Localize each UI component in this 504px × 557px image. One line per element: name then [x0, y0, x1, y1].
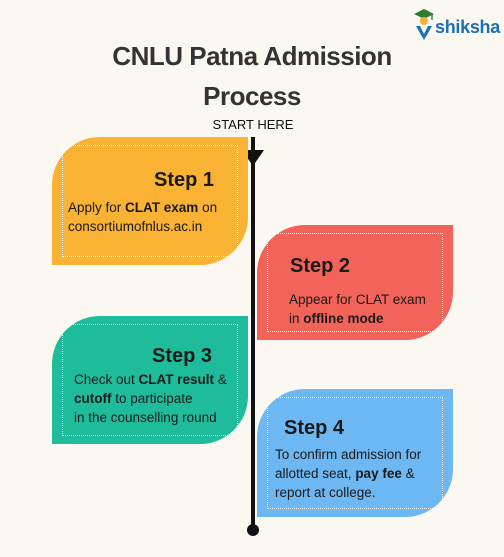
- step-1-text: Apply for CLAT exam on consortiumofnlus.…: [68, 198, 217, 236]
- step-2-heading: Step 2: [290, 255, 351, 277]
- text-segment: to participate: [111, 391, 193, 406]
- text-segment: pay fee: [355, 466, 402, 481]
- title-line-2: Process: [203, 81, 301, 111]
- graduate-icon: [414, 9, 434, 40]
- step-4-heading: Step 4: [284, 417, 345, 439]
- step-4-card: Step 4 To confirm admission for allotted…: [257, 389, 453, 517]
- text-segment: offline mode: [303, 311, 384, 326]
- text-segment: Apply for: [68, 200, 126, 215]
- shiksha-logo: shiksha: [412, 8, 502, 42]
- brand-name: shiksha: [435, 17, 500, 37]
- text-segment: CLAT exam: [125, 200, 199, 215]
- title-line-1: CNLU Patna Admission: [112, 41, 392, 71]
- text-segment: cutoff: [74, 391, 112, 406]
- step-2-card: Step 2 Appear for CLAT exam in offline m…: [257, 225, 453, 340]
- text-segment: in the counselling round: [74, 410, 217, 425]
- text-segment: on: [198, 200, 218, 215]
- text-segment: Check out: [74, 372, 139, 387]
- page-title: CNLU Patna Admission Process: [90, 36, 414, 116]
- text-segment: &: [401, 466, 415, 481]
- text-segment: consortiumofnlus.ac.in: [68, 219, 203, 234]
- text-segment: &: [214, 372, 227, 387]
- text-segment: To confirm admission for: [275, 447, 422, 462]
- step-4-text: To confirm admission for allotted seat, …: [275, 445, 421, 502]
- step-2-text: Appear for CLAT exam in offline mode: [289, 290, 426, 328]
- step-3-text: Check out CLAT result & cutoff to partic…: [74, 370, 227, 427]
- text-segment: allotted seat,: [275, 466, 356, 481]
- text-segment: Appear for CLAT exam: [289, 292, 426, 307]
- text-segment: in: [289, 311, 304, 326]
- text-segment: report at college.: [275, 485, 376, 500]
- timeline-end-dot: [247, 524, 259, 536]
- text-segment: CLAT result: [138, 372, 215, 387]
- step-1-card: Step 1 Apply for CLAT exam on consortium…: [52, 137, 248, 265]
- step-1-heading: Step 1: [154, 169, 215, 191]
- step-3-card: Step 3 Check out CLAT result & cutoff to…: [52, 316, 248, 444]
- step-3-heading: Step 3: [152, 345, 213, 367]
- start-here-label: START HERE: [212, 117, 294, 132]
